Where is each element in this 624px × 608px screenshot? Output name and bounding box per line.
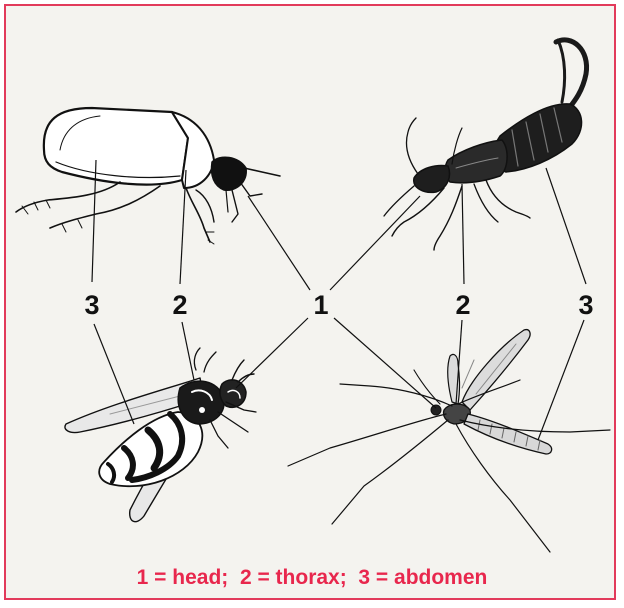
beetle-illustration — [16, 108, 280, 244]
beetle-head — [212, 157, 247, 190]
legend: 1 = head; 2 = thorax; 3 = abdomen — [0, 566, 624, 590]
crane-fly-illustration — [288, 330, 610, 552]
label-head: 1 — [313, 290, 328, 320]
wasp-head — [220, 380, 246, 407]
beetle-abdomen — [44, 108, 188, 185]
label-earwig-thorax: 2 — [455, 290, 470, 320]
label-beetle-abdomen: 3 — [84, 290, 99, 320]
wasp-thorax — [178, 381, 224, 424]
earwig-thorax — [445, 140, 507, 183]
legend-thorax: 2 = thorax; — [240, 566, 347, 589]
label-beetle-thorax: 2 — [172, 290, 187, 320]
label-earwig-abdomen: 3 — [578, 290, 593, 320]
crane-fly-head — [431, 405, 441, 415]
earwig-illustration — [384, 40, 587, 250]
legend-abdomen: 3 = abdomen — [358, 566, 487, 589]
legend-head: 1 = head; — [137, 566, 229, 589]
wasp-illustration — [65, 348, 256, 522]
